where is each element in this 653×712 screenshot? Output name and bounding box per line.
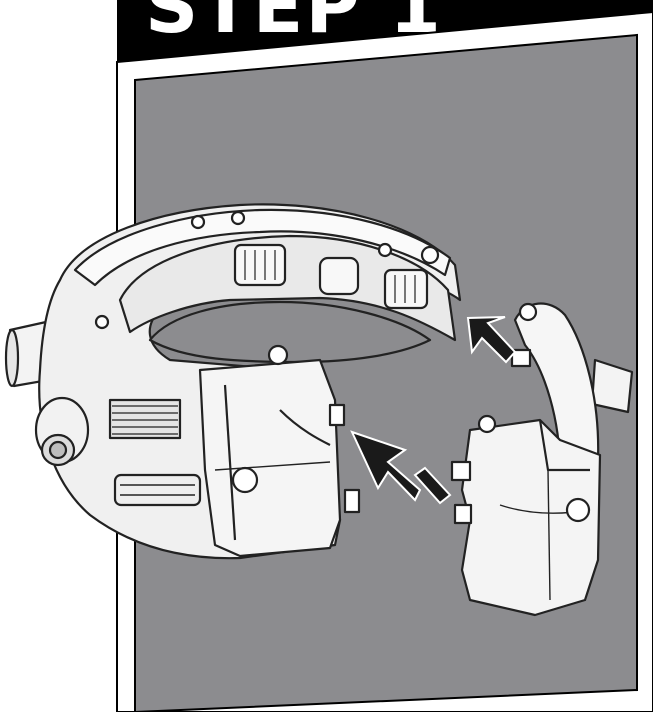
assembly-illustration	[0, 0, 653, 712]
instruction-page: STEP 1	[0, 0, 653, 712]
